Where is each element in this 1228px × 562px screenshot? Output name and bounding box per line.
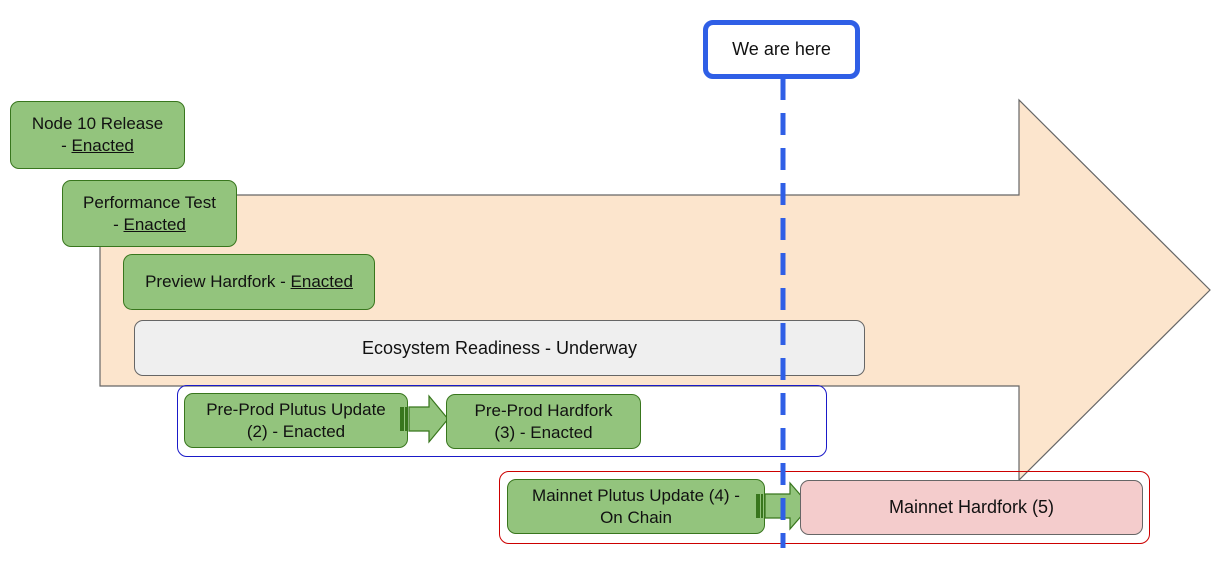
node10-release-box: Node 10 Release - Enacted [10, 101, 185, 169]
current-position-line [780, 78, 786, 548]
we-are-here-label: We are here [732, 39, 831, 59]
ecosystem-label: Ecosystem Readiness - Underway [361, 337, 638, 358]
we-are-here-marker: We are here [703, 20, 860, 79]
node10-status-prefix: - [61, 136, 72, 155]
perf-status-line: - Enacted [113, 214, 186, 236]
preprod-plutus-line2: (2) - Enacted [246, 421, 346, 441]
preview-status: Enacted [290, 272, 353, 291]
mainnet-plutus-line2: On Chain [600, 507, 672, 527]
ecosystem-readiness-box: Ecosystem Readiness - Underway [134, 320, 865, 376]
preprod-hardfork-box: Pre-Prod Hardfork (3) - Enacted [446, 394, 641, 449]
preview-title: Preview Hardfork - [145, 272, 291, 291]
mainnet-plutus-update-box: Mainnet Plutus Update (4) - On Chain [507, 479, 765, 534]
mainnet-hardfork-label: Mainnet Hardfork (5) [888, 497, 1055, 517]
preprod-hardfork-line1: Pre-Prod Hardfork [474, 400, 613, 420]
preprod-flow-arrow-icon [400, 394, 449, 444]
node10-status: Enacted [71, 136, 134, 155]
preprod-hardfork-line2: (3) - Enacted [494, 422, 593, 442]
mainnet-plutus-line1: Mainnet Plutus Update (4) - [532, 485, 740, 505]
perf-status: Enacted [123, 214, 186, 234]
preview-hardfork-box: Preview Hardfork - Enacted [123, 254, 375, 310]
preprod-plutus-update-box: Pre-Prod Plutus Update (2) - Enacted [184, 393, 408, 448]
node10-title: Node 10 Release [31, 114, 164, 133]
mainnet-group-outline [499, 471, 1150, 544]
node10-status-line: - Enacted [61, 135, 134, 157]
preprod-plutus-line1: Pre-Prod Plutus Update [206, 399, 386, 419]
perf-status-prefix: - [113, 214, 124, 234]
performance-test-box: Performance Test - Enacted [62, 180, 237, 247]
mainnet-hardfork-box: Mainnet Hardfork (5) [800, 480, 1143, 535]
mainnet-flow-arrow-icon [756, 481, 811, 531]
perf-title: Performance Test [83, 192, 216, 212]
preprod-group-outline [177, 385, 827, 457]
